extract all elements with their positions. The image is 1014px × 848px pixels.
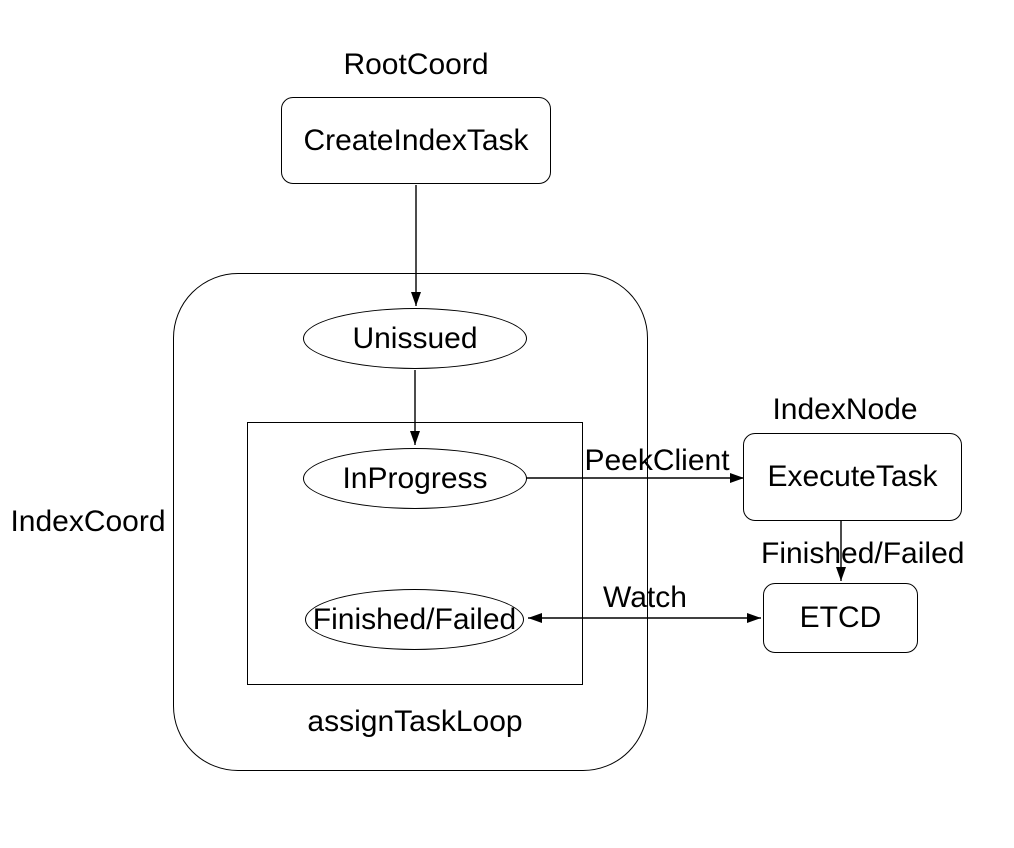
root-coord-group-label: RootCoord	[343, 48, 489, 81]
edge-label-watch: Watch	[603, 581, 687, 614]
node-execute-task-label: ExecuteTask	[767, 460, 938, 493]
node-etcd: ETCD	[763, 583, 918, 653]
node-unissued-label: Unissued	[352, 321, 478, 355]
node-finished-failed: Finished/Failed	[305, 589, 524, 650]
node-in-progress-label: InProgress	[342, 461, 488, 495]
edge-label-finished-failed: Finished/Failed	[761, 537, 965, 570]
index-coord-group-label: IndexCoord	[10, 505, 166, 538]
node-in-progress: InProgress	[303, 448, 527, 509]
node-create-index-task: CreateIndexTask	[281, 97, 551, 184]
node-create-index-task-label: CreateIndexTask	[303, 123, 529, 157]
index-coord-container	[173, 273, 648, 771]
assign-task-loop-group-label: assignTaskLoop	[307, 705, 523, 738]
node-unissued: Unissued	[303, 308, 527, 369]
node-execute-task: ExecuteTask	[743, 433, 962, 521]
index-node-group-label: IndexNode	[772, 393, 918, 426]
node-etcd-label: ETCD	[799, 601, 882, 634]
edge-label-peek-client: PeekClient	[584, 444, 730, 477]
node-finished-failed-label: Finished/Failed	[312, 602, 517, 636]
